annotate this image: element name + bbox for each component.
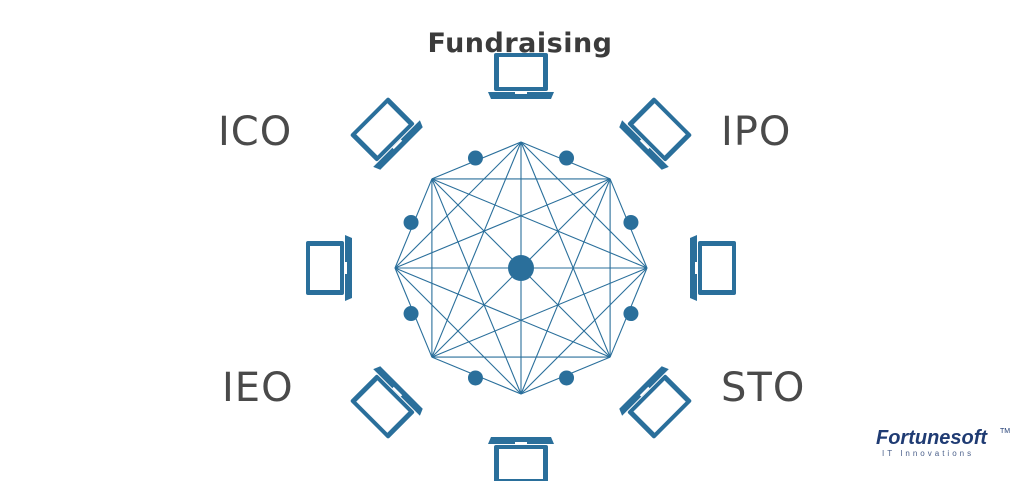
label-ico: ICO <box>218 109 293 155</box>
node-dot <box>623 214 639 230</box>
label-ipo: IPO <box>721 109 792 155</box>
laptop-icon <box>690 235 736 301</box>
label-sto: STO <box>721 365 806 411</box>
brand-name: Fortunesoft <box>876 427 988 449</box>
laptop-icon <box>617 364 697 444</box>
mesh-edge <box>431 141 522 358</box>
laptop-icon <box>617 92 697 172</box>
laptop-icon <box>488 53 554 99</box>
mesh-edge <box>520 141 611 358</box>
mesh-edge <box>520 178 611 395</box>
label-ieo: IEO <box>222 365 294 411</box>
mesh-edge <box>431 267 648 358</box>
node-dot <box>467 370 483 386</box>
node-dot <box>467 150 483 166</box>
brand-logo: Fortunesoft TM IT Innovations <box>876 427 1010 458</box>
mesh-edge <box>431 178 648 269</box>
laptop-icon <box>306 235 352 301</box>
node-dot <box>559 370 575 386</box>
node-dots <box>403 150 639 386</box>
node-dot <box>403 306 419 322</box>
mesh-edge <box>431 178 522 395</box>
hub-dot <box>508 255 534 281</box>
laptop-icon <box>345 92 425 172</box>
laptop-icon <box>345 364 425 444</box>
brand-tagline: IT Innovations <box>882 449 975 458</box>
laptop-icon <box>488 437 554 481</box>
node-dot <box>403 214 419 230</box>
brand-trademark: TM <box>1000 428 1011 435</box>
mesh-edge <box>394 267 522 395</box>
node-dot <box>559 150 575 166</box>
node-dot <box>623 306 639 322</box>
mesh-edge <box>394 178 611 269</box>
mesh-edge <box>394 267 611 358</box>
mesh-edges <box>394 141 648 395</box>
